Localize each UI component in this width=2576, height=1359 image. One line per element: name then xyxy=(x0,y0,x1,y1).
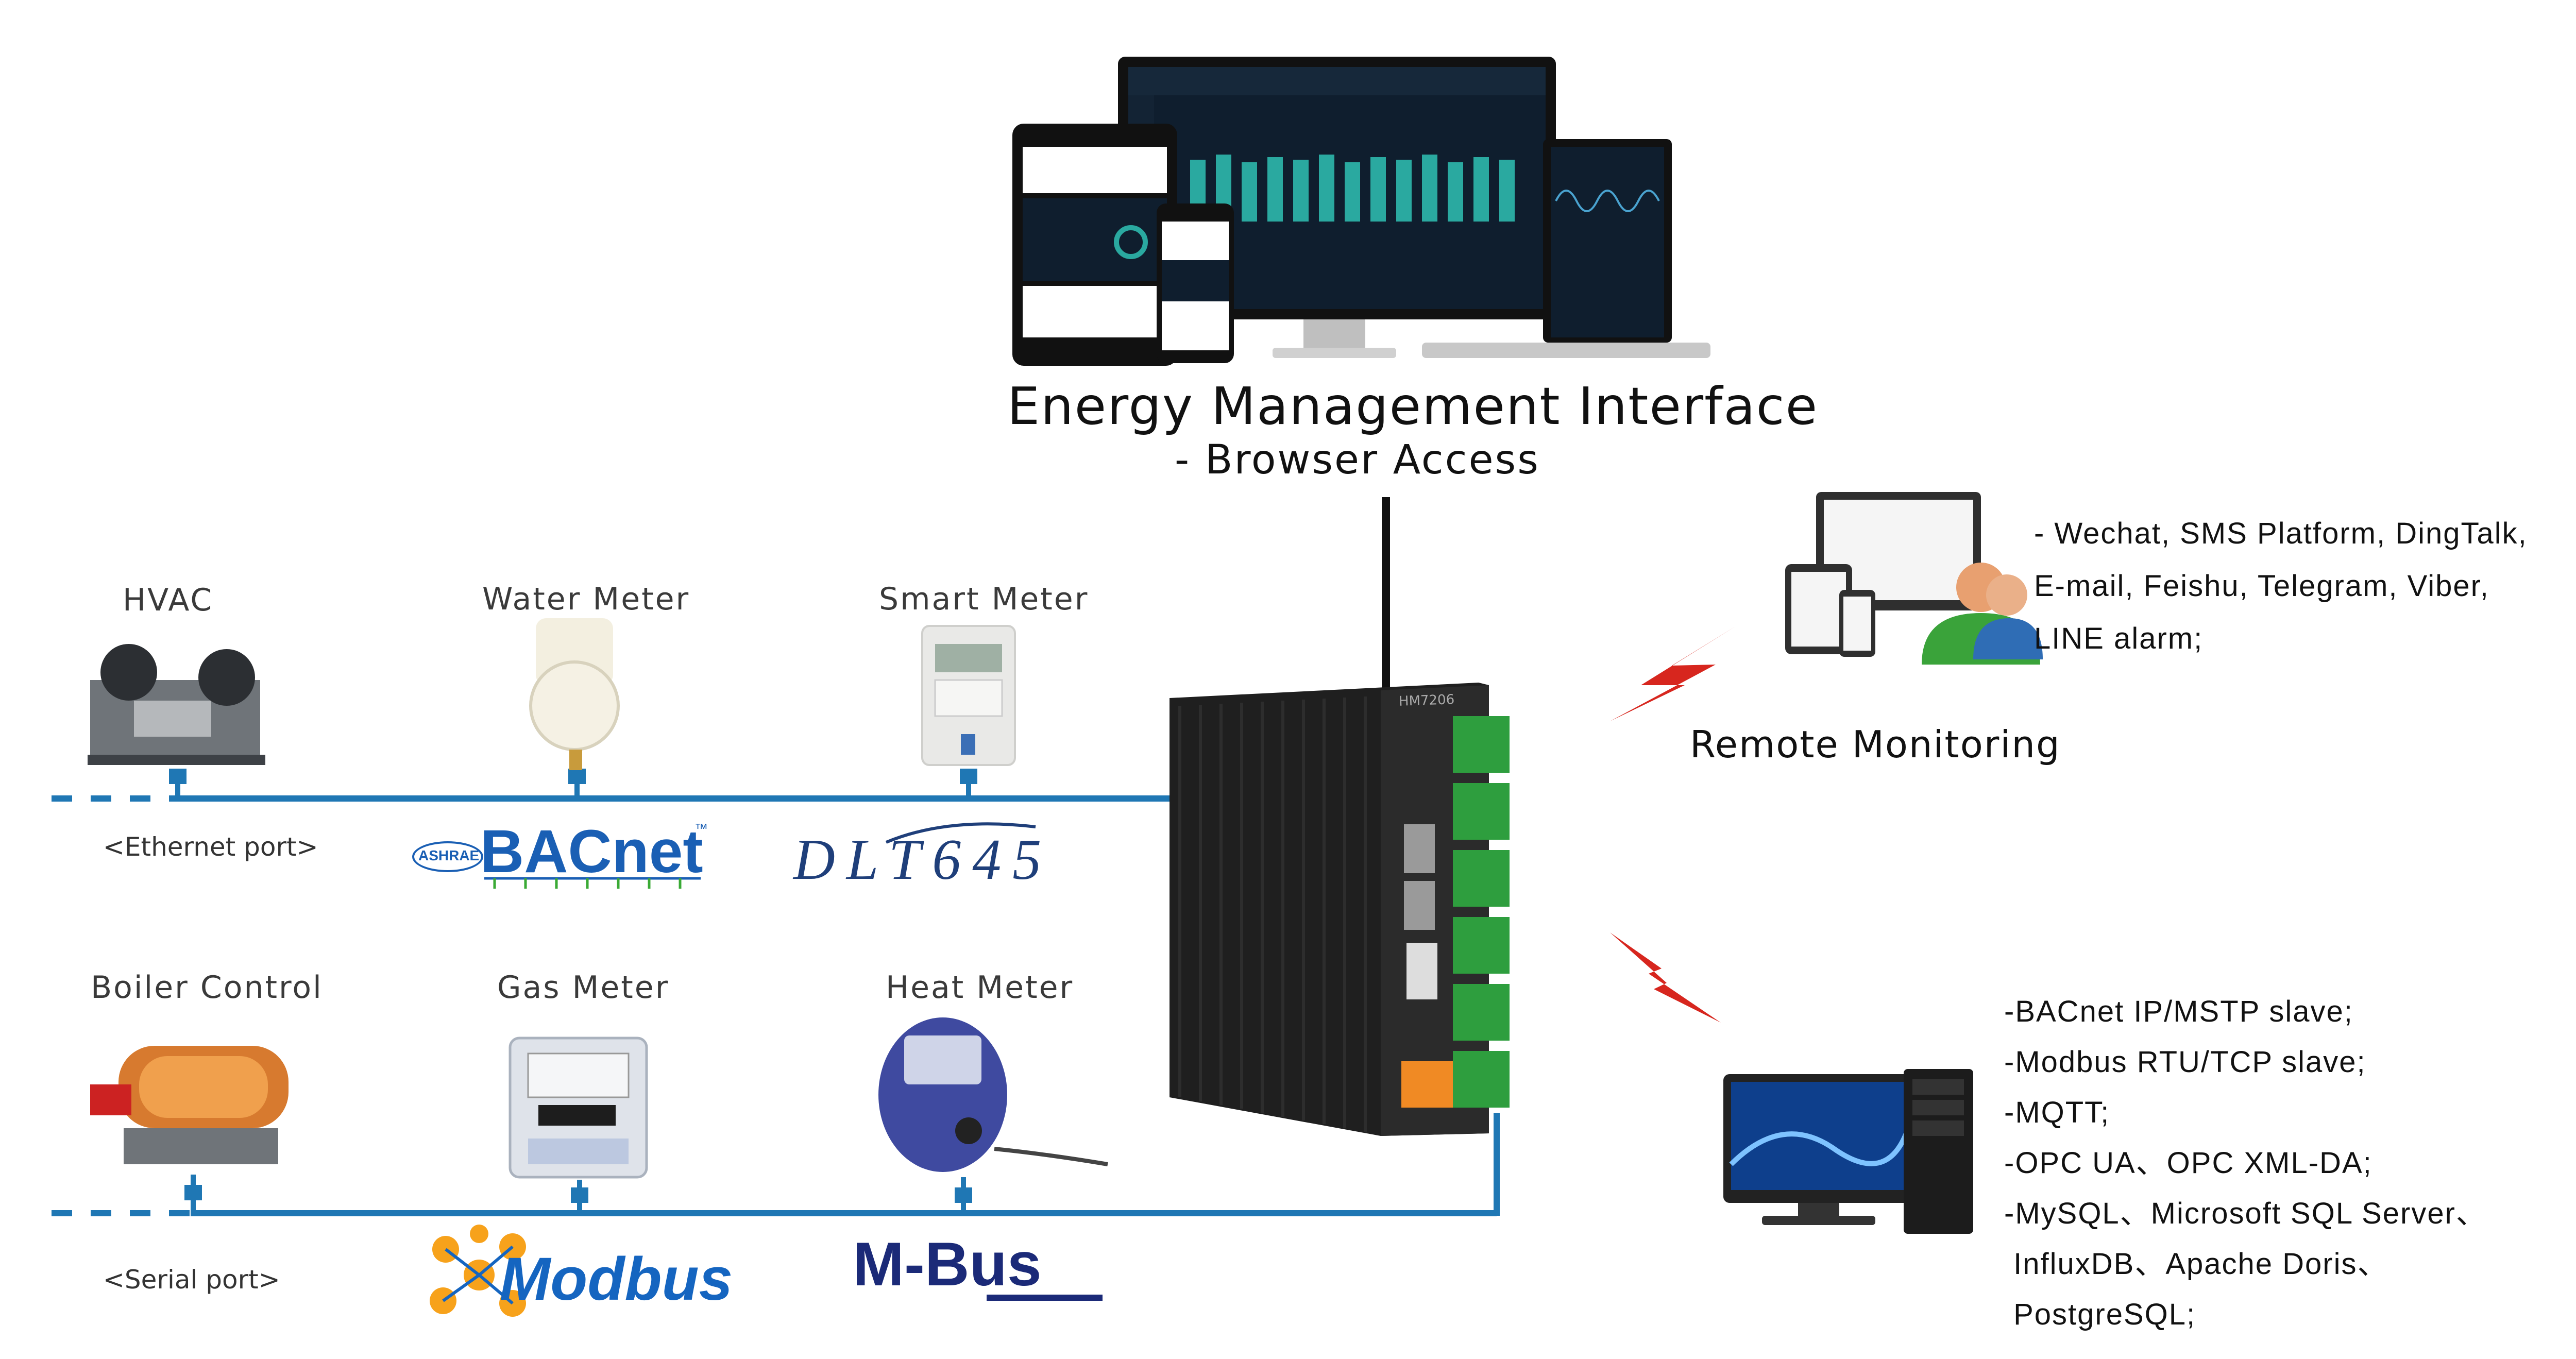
hvac-label: HVAC xyxy=(123,582,214,618)
mbus-text: M-Bus xyxy=(853,1230,1042,1299)
dlt645-text: DLT645 xyxy=(793,828,1053,892)
protocol-line-2: -Modbus RTU/TCP slave; xyxy=(2004,1045,2366,1079)
protocol-line-6: InfluxDB、Apache Doris、 xyxy=(2004,1247,2388,1281)
protocol-line-1: -BACnet IP/MSTP slave; xyxy=(2004,995,2353,1028)
gas-meter-icon xyxy=(509,1037,648,1179)
protocol-line-4: -OPC UA、OPC XML-DA; xyxy=(2004,1146,2372,1180)
smart-meter-icon xyxy=(921,625,1016,766)
modbus-logo: Modbus xyxy=(422,1224,778,1327)
bacnet-logo: ASHRAE BACnet ™ xyxy=(412,817,711,891)
user-blue-icon xyxy=(1973,574,2043,659)
water-meter-icon xyxy=(529,618,620,770)
heat-meter-label: Heat Meter xyxy=(886,970,1074,1006)
remote-monitoring-title: Remote Monitoring xyxy=(1690,723,2061,766)
tablet-icon xyxy=(1012,124,1177,366)
smartphone-icon xyxy=(1157,203,1234,363)
server-desktop-icon xyxy=(1723,1069,1973,1234)
lightning-icon-top xyxy=(1610,626,1736,721)
bacnet-text: BACnet xyxy=(480,818,703,886)
dlt645-logo: DLT645 xyxy=(793,817,1072,892)
bacnet-tm: ™ xyxy=(694,821,708,836)
heat-meter-icon xyxy=(878,1017,1108,1172)
serial-port-label: <Serial port> xyxy=(103,1265,280,1295)
protocol-support-list: -BACnet IP/MSTP slave; -Modbus RTU/TCP s… xyxy=(2004,987,2487,1340)
modbus-text: Modbus xyxy=(500,1245,733,1313)
laptop-icon xyxy=(1422,139,1710,358)
protocol-line-7: PostgreSQL; xyxy=(2004,1298,2196,1331)
protocol-line-3: -MQTT; xyxy=(2004,1096,2110,1129)
remote-devices-icon xyxy=(1785,492,1981,657)
interface-title: Energy Management Interface xyxy=(1007,376,1819,436)
protocol-line-5: -MySQL、Microsoft SQL Server、 xyxy=(2004,1197,2487,1230)
alarm-line-1: - Wechat, SMS Platform, DingTalk, xyxy=(2034,517,2528,550)
ethernet-port-label: <Ethernet port> xyxy=(103,832,318,862)
alarm-channels-list: - Wechat, SMS Platform, DingTalk, E-mail… xyxy=(2034,507,2528,665)
mbus-logo: M-Bus xyxy=(853,1229,1105,1306)
interface-subtitle: - Browser Access xyxy=(1175,437,1540,483)
hvac-chiller-icon xyxy=(88,644,265,765)
smart-meter-label: Smart Meter xyxy=(879,581,1089,617)
lightning-icon-bottom xyxy=(1610,932,1721,1023)
alarm-line-3: LINE alarm; xyxy=(2034,622,2204,655)
ashrae-text: ASHRAE xyxy=(418,847,480,863)
alarm-line-2: E-mail, Feishu, Telegram, Viber, xyxy=(2034,569,2489,603)
boiler-control-label: Boiler Control xyxy=(91,970,323,1006)
gas-meter-label: Gas Meter xyxy=(497,970,670,1006)
boiler-icon xyxy=(90,1046,289,1164)
water-meter-label: Water Meter xyxy=(482,581,690,617)
